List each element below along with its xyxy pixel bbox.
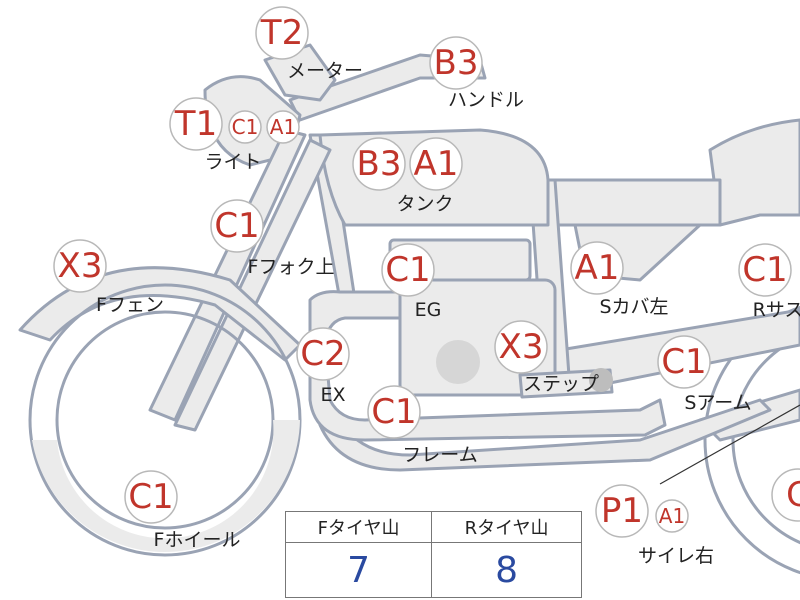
grade-marker-circle: [429, 36, 483, 90]
rear-tire-value: 8: [431, 542, 582, 598]
grade-marker-circle: [210, 199, 264, 253]
grade-marker: C1: [381, 243, 435, 297]
grade-marker-circle: [409, 137, 463, 191]
grade-marker: A1: [266, 110, 300, 144]
grade-marker-circle: [381, 243, 435, 297]
grade-marker-code: P1: [601, 491, 643, 531]
front-tire: [32, 420, 300, 553]
grade-marker-code: A1: [659, 504, 685, 528]
part-label: フレーム: [402, 444, 477, 466]
grade-marker: X3: [494, 320, 548, 374]
part-label: EG: [415, 299, 442, 321]
grade-marker: T1: [169, 97, 223, 151]
grade-marker-code: X3: [499, 327, 544, 367]
seat-cowl: [708, 118, 800, 227]
grade-marker: B3: [429, 36, 483, 90]
part-label: サイレ右: [638, 545, 714, 567]
grade-marker-circle: [570, 241, 624, 295]
part-label: Sカバ左: [599, 296, 668, 318]
grade-marker-code: T1: [174, 104, 217, 144]
grade-marker: A1: [570, 241, 624, 295]
part-label: ステップ: [523, 373, 599, 395]
grade-marker-code: B3: [357, 144, 402, 184]
grade-marker-circle: [352, 137, 406, 191]
step-bar: [518, 368, 614, 399]
part-label: Fフォク上: [248, 256, 335, 278]
grade-marker: X3: [53, 239, 107, 293]
grade-marker-circle: [255, 6, 309, 60]
grade-marker: C2: [296, 327, 350, 381]
grade-marker-circle: [169, 97, 223, 151]
part-label: Rサス: [753, 299, 800, 321]
grade-marker-circle: [296, 327, 350, 381]
part-label: ライト: [204, 151, 261, 173]
part-label: EX: [320, 384, 345, 406]
grade-marker-circle: [228, 110, 262, 144]
step-peg: [589, 368, 613, 392]
grade-marker-circle: [266, 110, 300, 144]
part-label: Fホイール: [154, 529, 241, 551]
grade-marker-code: A1: [270, 115, 296, 139]
rear-tire-header: Rタイヤ山: [431, 511, 582, 543]
front-fork-right: [173, 138, 332, 432]
grade-marker-code: X3: [58, 246, 103, 286]
side-panel: [543, 178, 722, 227]
grade-marker: C1: [228, 110, 262, 144]
grade-marker: B3: [352, 137, 406, 191]
part-label: メーター: [287, 60, 363, 82]
grade-marker: P1: [595, 484, 649, 538]
grade-marker-code: C1: [214, 206, 259, 246]
grade-marker-circle: [738, 243, 792, 297]
part-label: Sアーム: [684, 392, 751, 414]
grade-marker-code: A1: [414, 144, 459, 184]
part-label: タンク: [396, 193, 453, 215]
grade-marker-code: C1: [371, 392, 416, 432]
grade-marker-code: C1: [661, 342, 706, 382]
grade-marker-code: B3: [434, 43, 479, 83]
front-tire-value: 7: [284, 542, 433, 598]
grade-marker: C1: [367, 385, 421, 439]
grade-marker-circle: [53, 239, 107, 293]
rear-wheel: [703, 305, 800, 575]
grade-marker: C1: [657, 335, 711, 389]
grade-marker-circle: [655, 499, 689, 533]
grade-marker: C: [771, 468, 800, 522]
grade-marker-circle: [657, 335, 711, 389]
grade-marker: C1: [124, 470, 178, 524]
grade-marker: C1: [210, 199, 264, 253]
grade-marker: C1: [738, 243, 792, 297]
part-label: ハンドル: [448, 89, 524, 111]
front-tire-header: Fタイヤ山: [284, 511, 433, 543]
grade-marker-circle: [595, 484, 649, 538]
grade-marker-circle: [124, 470, 178, 524]
grade-marker: A1: [409, 137, 463, 191]
rear-wheel-rim: [731, 335, 800, 545]
grade-marker-code: T2: [260, 13, 303, 53]
part-label: Fフェン: [96, 294, 164, 316]
grade-marker-code: C1: [385, 250, 430, 290]
grade-marker-code: C1: [128, 477, 173, 517]
grade-marker: A1: [655, 499, 689, 533]
grade-marker-circle: [771, 468, 800, 522]
grade-marker-circle: [367, 385, 421, 439]
tire-tread-table: Fタイヤ山 Rタイヤ山 7 8: [284, 511, 582, 598]
frame-lower: [318, 398, 772, 472]
grade-marker-circle: [494, 320, 548, 374]
grade-marker-code: C1: [742, 250, 787, 290]
engine-cover: [436, 340, 480, 384]
grade-marker-code: A1: [575, 248, 620, 288]
grade-marker: T2: [255, 6, 309, 60]
grade-marker-code: C2: [300, 334, 345, 374]
grade-marker-code: C1: [232, 115, 259, 139]
grade-marker-code: C: [786, 475, 800, 515]
silencer-pointer-line: [659, 404, 800, 485]
exhaust-pipe: [308, 290, 667, 442]
